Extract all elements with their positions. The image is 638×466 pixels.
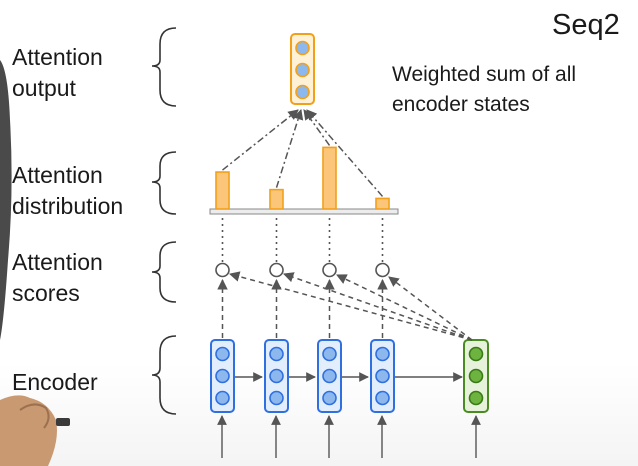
- score-node-1: [215, 262, 230, 278]
- attention-scores-label-line2: scores: [12, 280, 80, 306]
- attention-distribution-label-line1: Attention: [12, 162, 103, 188]
- distribution-baseline: [209, 208, 399, 215]
- presenter-figure: [0, 60, 70, 466]
- weighted-sum-arrow-3: [303, 109, 331, 146]
- score-to-distribution-lines: [221, 214, 384, 262]
- attention-output-vector: [290, 33, 315, 105]
- attention-distribution-bars: [215, 146, 390, 210]
- attention-distribution-label: Attention distribution: [12, 160, 123, 222]
- attention-output-label-line1: Attention: [12, 44, 103, 70]
- attention-output-label-line2: output: [12, 75, 76, 101]
- weighted-sum-arrow-1: [222, 109, 299, 171]
- attention-output-label: Attention output: [12, 42, 103, 104]
- weighted-sum-note-line2: encoder states: [392, 93, 530, 116]
- attention-scores-label: Attention scores: [12, 247, 103, 309]
- distribution-bar-1: [215, 171, 230, 210]
- decoder-to-score-arrows: [228, 271, 473, 341]
- encoder-cell-1: [210, 339, 235, 413]
- attention-distribution-label-line2: distribution: [12, 193, 124, 219]
- encoder-label: Encoder: [12, 369, 98, 395]
- weighted-sum-note: Weighted sum of all encoder states: [392, 60, 576, 120]
- encoder-cell-3: [317, 339, 342, 413]
- encoder-cells: [210, 339, 395, 413]
- score-node-3: [322, 262, 337, 278]
- decoder-cell: [463, 339, 489, 413]
- brace-attention-scores: [151, 241, 177, 303]
- input-arrows: [217, 415, 481, 458]
- brace-encoder: [151, 335, 177, 415]
- attention-score-nodes: [215, 262, 390, 278]
- weighted-sum-arrow-2: [275, 108, 304, 188]
- distribution-bar-3: [322, 146, 337, 210]
- brace-attention-output: [151, 27, 177, 107]
- attention-scores-label-line1: Attention: [12, 249, 103, 275]
- weighted-sum-arrow-4: [306, 109, 384, 197]
- weighted-sum-note-line1: Weighted sum of all: [392, 63, 577, 86]
- weighted-sum-arrows: [222, 108, 384, 197]
- encoder-cell-4: [370, 339, 395, 413]
- score-node-4: [375, 262, 390, 278]
- score-node-2: [269, 262, 284, 278]
- distribution-bar-4: [375, 197, 390, 210]
- brace-attention-distribution: [151, 151, 177, 215]
- encoder-cell-2: [264, 339, 289, 413]
- slide-title: Seq2: [552, 9, 620, 41]
- distribution-bar-2: [269, 188, 284, 210]
- braces: [151, 27, 177, 415]
